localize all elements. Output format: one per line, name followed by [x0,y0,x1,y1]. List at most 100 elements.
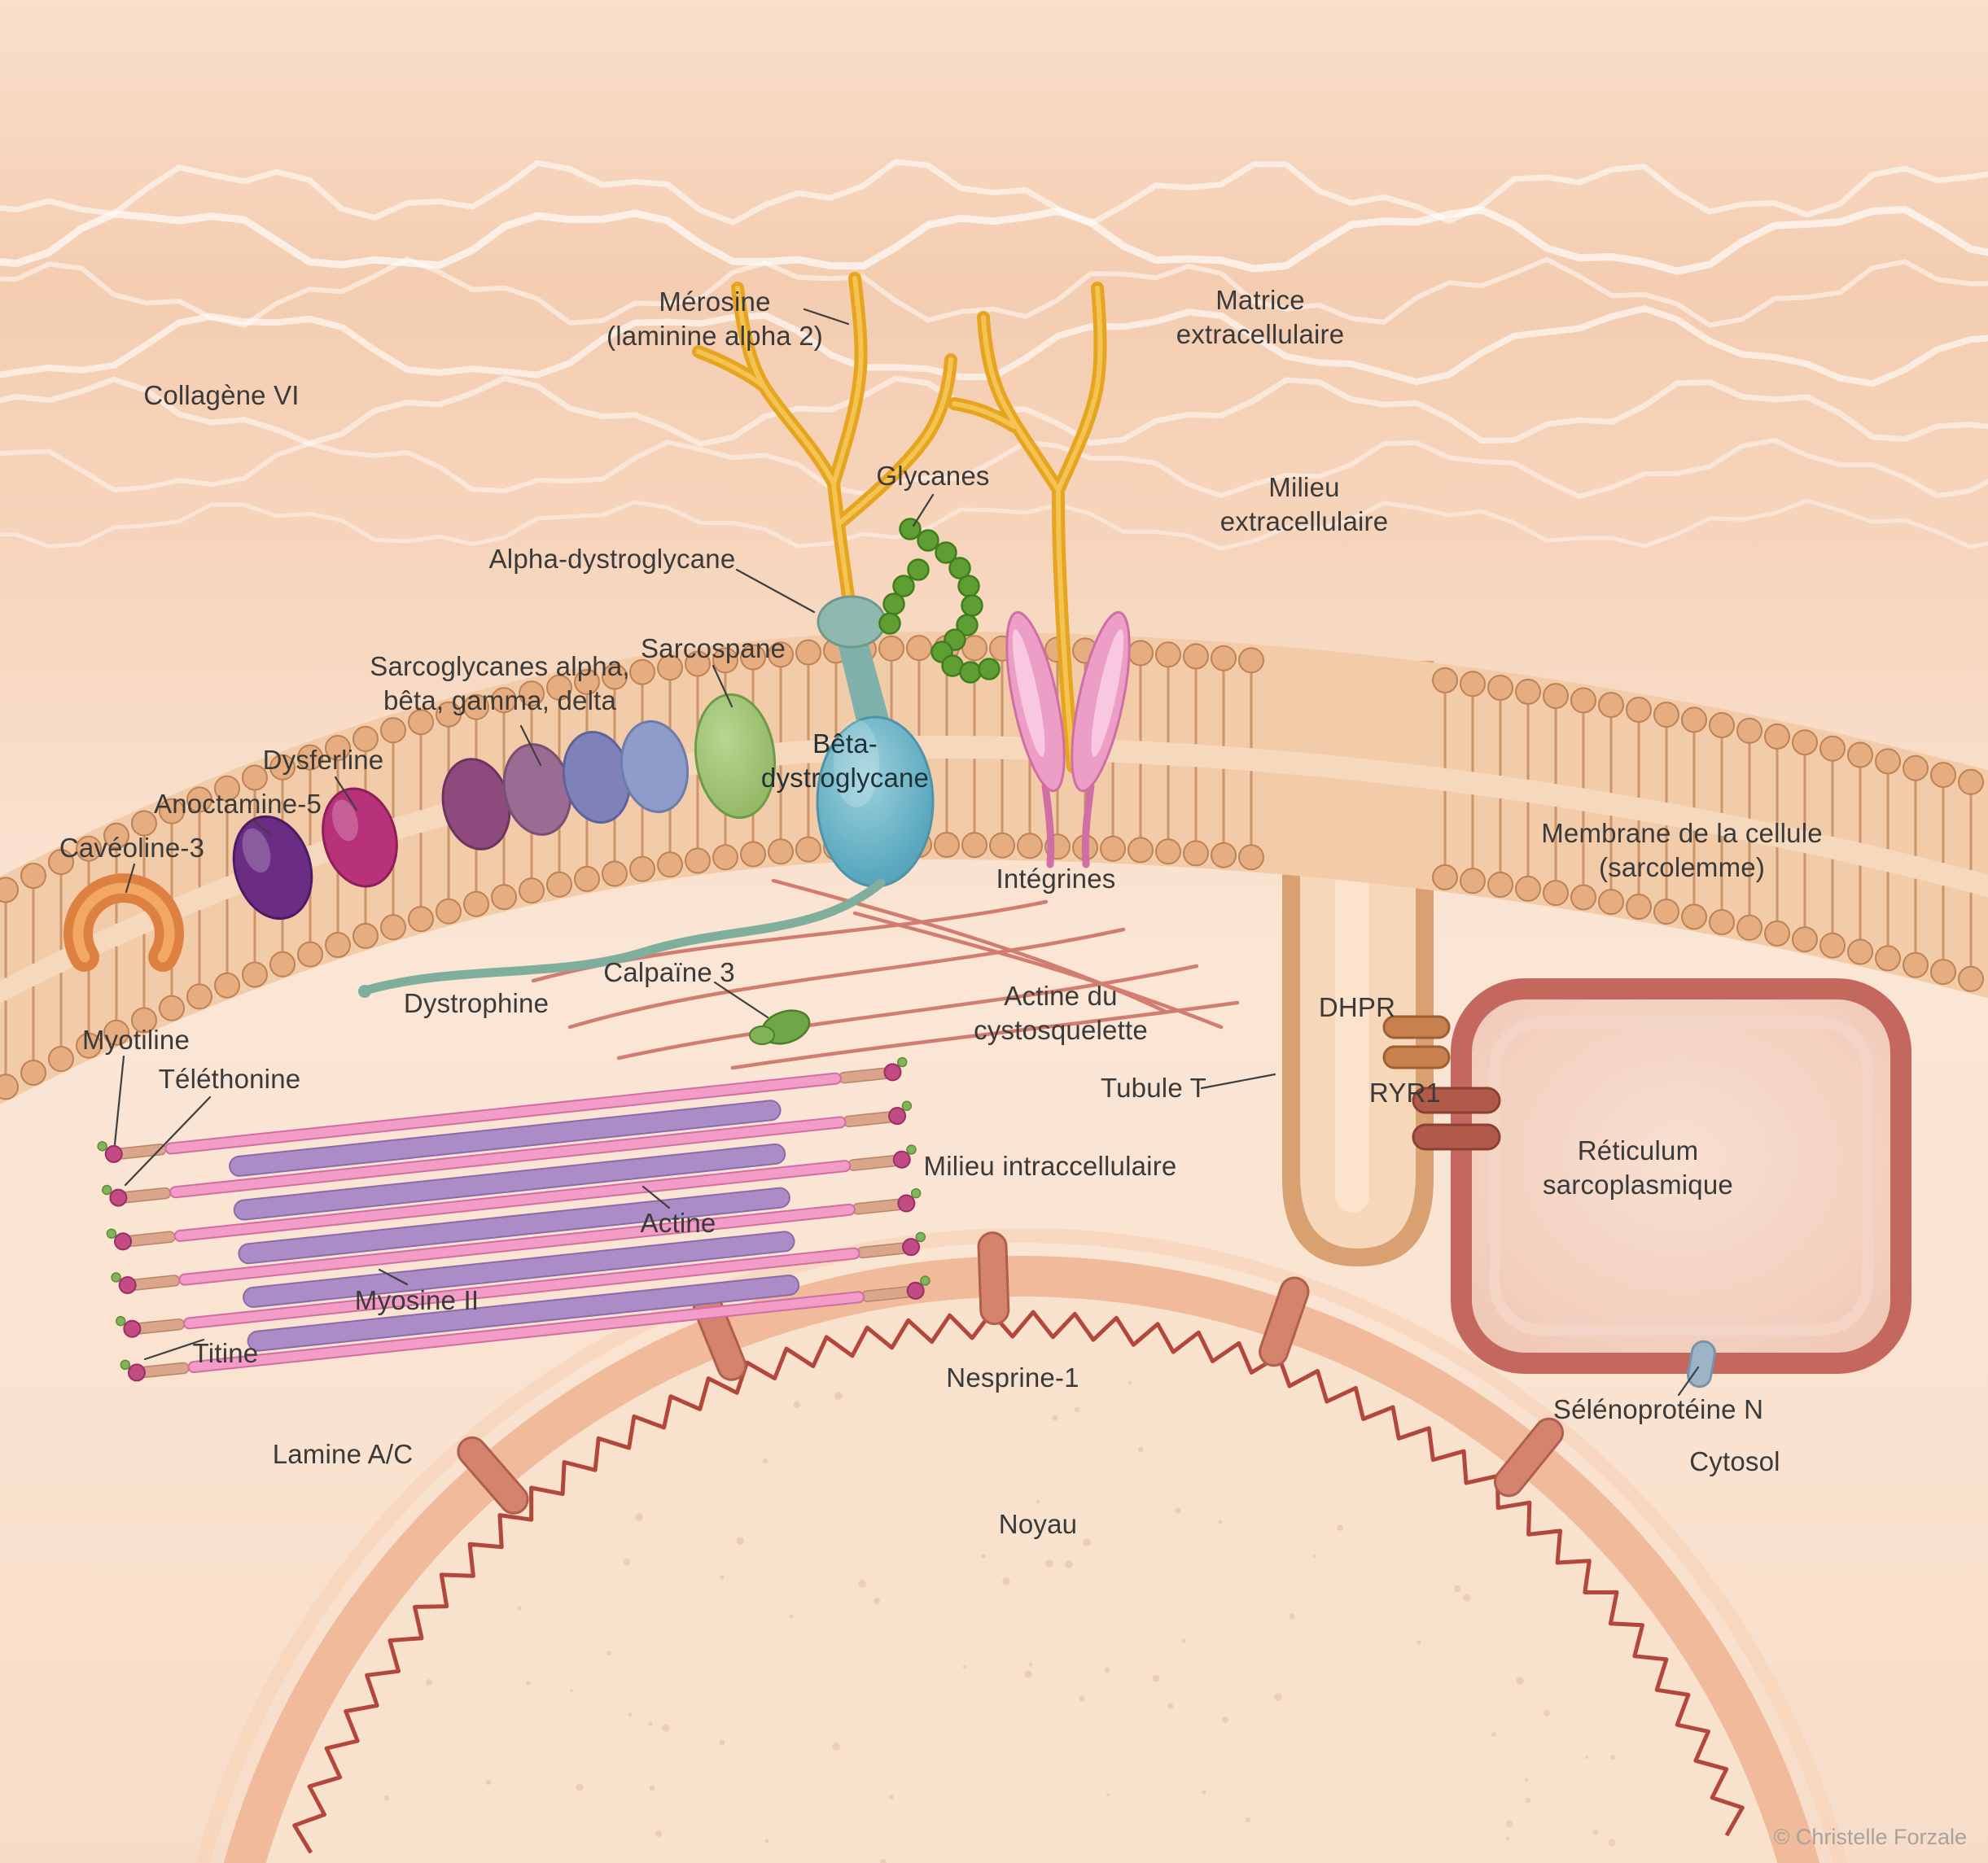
lipid-head [1958,768,1984,795]
lipid-head [325,735,351,761]
label-collagene-vi: Collagène VI [143,379,300,410]
label-membrane-cellule: Membrane de la cellule (sarcolemme) [1541,817,1823,882]
reticulum-inner-highlight [1489,1017,1873,1336]
titin-cap [843,1111,895,1128]
titin-cap [847,1155,900,1171]
lipid-head [712,844,738,871]
nucleus-speckles [383,1380,1616,1863]
nucleus-speckle [1505,1820,1513,1828]
dysferline-highlight [331,799,358,842]
label-myosine-ii: Myosine II [354,1284,479,1315]
leader-line [124,1095,212,1187]
lipid-head [574,668,600,695]
lipid-head [1128,837,1154,864]
lipid-head [269,754,296,781]
lipid-head [768,641,794,668]
label-tubule-t: Tubule T [1100,1072,1207,1103]
nucleus-speckle [1491,1732,1496,1737]
myotiline-bead [106,1228,117,1239]
nucleus-speckle [719,1739,725,1746]
lipid-head [76,835,102,862]
titin-cap [128,1275,181,1291]
glycane-bead [899,518,922,540]
nucleus-speckle [648,1721,653,1726]
glycane-bead [978,658,1001,680]
lipid-head [1958,965,1984,992]
label-sarcospane: Sarcospane [640,632,786,663]
leader-line [712,664,733,708]
nucleus-speckle [383,1795,390,1801]
integrin-right-highlight [1091,629,1124,757]
collagen-fiber [0,256,1988,328]
lipid-head [131,1007,157,1034]
nucleus-speckle [1245,1817,1251,1823]
leader-line [125,863,136,894]
nucleus-speckle [1175,1507,1181,1514]
label-telethonine: Téléthonine [158,1063,301,1094]
label-titine: Titine [192,1337,259,1368]
lipid-head [1183,643,1209,670]
lipid-head [1432,667,1458,693]
nucleus-speckle [576,1783,584,1791]
dhpr-capsule [1382,1045,1451,1069]
lipid-head [159,995,185,1021]
nucleus-speckle [981,1554,986,1559]
lipid-head [629,658,655,685]
nesprine-capsule [1493,1417,1565,1498]
nucleus-speckle [858,1580,866,1588]
lipid-head [1626,894,1652,920]
leader-lines [113,308,1700,1397]
lipid-head [1709,712,1735,738]
label-milieu-intracellulaire: Milieu intraccellulaire [923,1150,1177,1181]
lipid-head [1847,741,1873,768]
collagen-fiber [0,498,1988,551]
nucleus [195,1228,1849,1863]
leader-line [1200,1073,1276,1090]
lipid-head [546,674,572,701]
nucleus-speckle [889,1795,894,1800]
telethonine-bead [892,1150,911,1169]
titin-cap [852,1198,904,1215]
nucleus-speckle [1045,1559,1053,1568]
lipid-head [1183,840,1209,867]
glycane-bead [907,558,930,581]
sarcomere-filaments [97,1056,931,1382]
nucleus-speckle [720,1575,725,1580]
nucleus-speckle [1152,1674,1160,1682]
label-actine-cytosquelette: Actine du cystosquelette [974,980,1148,1045]
label-selenoproteine-n: Sélénoprotéine N [1552,1393,1764,1424]
lipid-head [1155,641,1181,668]
lipid-head [76,1032,102,1059]
nucleus-speckle [628,1712,633,1717]
myotiline-bead [910,1187,922,1199]
lipid-head [352,725,379,752]
label-cytosol: Cytosol [1689,1445,1780,1476]
nucleus-speckle [635,1513,643,1521]
lipid-head [602,663,628,690]
myotiline-bead [102,1184,112,1196]
nucleus-speckle [426,1679,432,1686]
actin-filament [187,1291,865,1374]
collagen-fiber [0,159,1988,227]
beta-dystroglycane-highlight [834,719,879,807]
lipid-head [131,810,157,837]
lipid-head [1570,687,1596,714]
myotiline-bead [111,1272,121,1283]
lipid-head [269,951,296,977]
leader-line [713,981,769,1019]
lipid-head [1487,872,1513,898]
label-glycanes: Glycanes [876,460,990,491]
nucleus-speckle [834,1392,843,1400]
titin-cap [133,1318,185,1335]
lipid-head [186,786,212,813]
titin-cap [138,1362,190,1379]
lipid-head [1653,702,1679,728]
label-myotiline: Myotiline [81,1024,190,1055]
lipid-head [1626,697,1652,723]
lipid-head [740,841,766,868]
nucleus-speckle [874,1598,880,1604]
nuclear-lamina-zigzag [292,1310,1745,1854]
telethonine-bead [109,1188,128,1207]
nucleus-speckle [736,1537,744,1545]
